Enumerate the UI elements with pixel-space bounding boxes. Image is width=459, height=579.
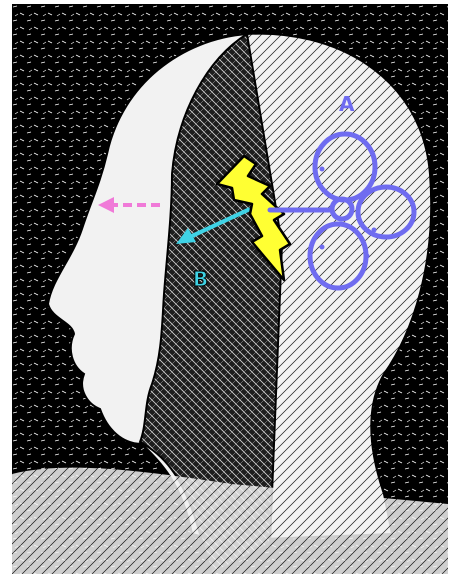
diagram-frame: A B xyxy=(12,4,448,574)
head-diagram: A B xyxy=(12,4,448,574)
label-b: B xyxy=(193,267,208,291)
label-a: A xyxy=(339,92,355,116)
